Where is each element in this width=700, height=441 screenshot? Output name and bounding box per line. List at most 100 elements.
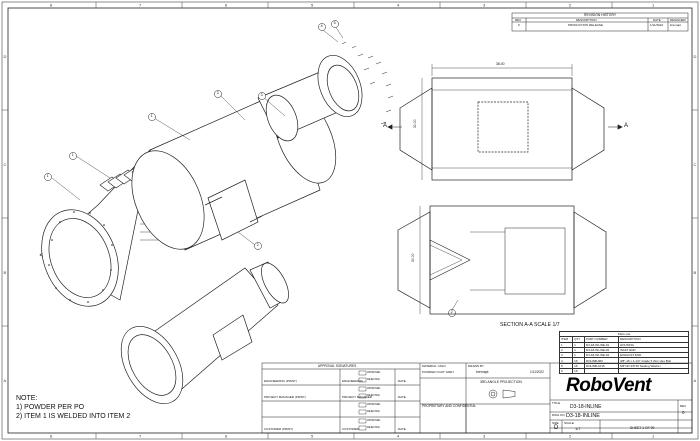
rejected-3: REJECTED: [367, 409, 380, 413]
balloon-item-1: 1: [46, 174, 49, 179]
svg-text:7: 7: [139, 3, 142, 8]
approved-3: APPROVED: [367, 402, 381, 406]
svg-text:C: C: [694, 162, 697, 167]
svg-text:8: 8: [50, 434, 53, 439]
svg-text:2: 2: [569, 3, 572, 8]
svg-text:7: 7: [139, 434, 142, 439]
approved-2: APPROVED: [367, 386, 381, 390]
parts-cell: 16: [572, 368, 586, 375]
rev-row-rev: 0: [518, 22, 520, 27]
rev-header-rev: REV: [515, 17, 522, 22]
rev-header-designer: DESIGNER: [670, 17, 686, 22]
svg-text:3: 3: [483, 3, 486, 8]
proprietary-label: PROPRIETARY AND CONFIDENTIAL: [422, 404, 477, 408]
parts-cell: 6: [558, 368, 574, 375]
date-label-3: DATE: [398, 427, 406, 431]
title-label: TITLE: [552, 400, 561, 405]
rev-value: 0: [682, 410, 685, 415]
svg-text:2: 2: [569, 434, 572, 439]
section-view-height-dimension: 30.00: [411, 253, 415, 263]
role-customer-print: CUSTOMER (PRINT): [264, 427, 293, 431]
section-marker-right: A: [624, 123, 629, 129]
approved-1: APPROVED: [367, 370, 381, 374]
robovent-logo: RoboVent: [566, 375, 652, 396]
role-engineering-print: ENGINEERING (PRINT): [264, 379, 297, 383]
note-1: 1) POWDER PER PO: [16, 404, 85, 411]
top-view-width-dimension: 38.00: [496, 62, 505, 66]
dwg-no-label: DWG NO.: [552, 412, 566, 417]
rev-row-date: 1/11/2022: [650, 22, 664, 27]
exploded-isometric-view: [39, 25, 394, 307]
section-caption: SECTION A-A SCALE 1/7: [500, 322, 560, 328]
svg-text:5: 5: [311, 3, 314, 8]
projection-label: 3RD ANGLE PROJECTION: [480, 379, 522, 384]
balloon-item-4: 4: [320, 24, 323, 29]
rejected-4: REJECTED: [367, 425, 380, 429]
approved-4: APPROVED: [367, 418, 381, 422]
svg-text:C: C: [4, 162, 7, 167]
size-value: D: [554, 425, 559, 431]
svg-text:3: 3: [483, 434, 486, 439]
drawn-date: 1/11/2022: [530, 370, 544, 374]
sheet-value: SHEET 1 OF 99: [630, 426, 655, 430]
svg-text:8: 8: [50, 3, 53, 8]
svg-text:A: A: [694, 378, 697, 383]
section-marker-left: A: [383, 123, 388, 129]
svg-text:D: D: [4, 54, 7, 59]
note-2: 2) ITEM 1 IS WELDED INTO ITEM 2: [16, 413, 131, 420]
date-label-2: DATE: [398, 395, 406, 399]
balloon-item-3b: 3: [260, 93, 263, 98]
drawn-by-name: bremapt: [476, 370, 489, 374]
top-orthographic-view: [387, 64, 623, 181]
material-label: MATERIAL: MILD: [422, 364, 446, 368]
title-value: D3-18-INLINE: [570, 404, 602, 410]
section-a-a-view: [397, 205, 607, 315]
rev-header-date: DATE: [653, 17, 661, 22]
rejected-2: REJECTED: [367, 393, 380, 397]
parts-list: Parts List ITEM QTY PART NUMBER DESCRIPT…: [558, 330, 690, 375]
svg-text:B: B: [694, 270, 697, 275]
rev-row-designer: bremapt: [670, 22, 682, 27]
balloon-item-2: 2: [256, 243, 259, 248]
role-pm-print: PROJECT MANAGER (PRINT): [264, 395, 306, 399]
rev-label: REV: [680, 404, 687, 408]
rev-row-description: PRODUCTION RELEASE: [568, 22, 603, 27]
role-pm: PROJECT MANAGER: [342, 395, 372, 399]
svg-text:A: A: [4, 378, 7, 383]
drawing-notes: NOTE: 1) POWDER PER PO 2) ITEM 1 IS WELD…: [16, 394, 130, 421]
finish-label: POWDER COAT: GREY: [422, 370, 455, 374]
svg-text:4: 4: [397, 3, 400, 8]
svg-text:4: 4: [397, 434, 400, 439]
svg-text:6: 6: [225, 3, 228, 8]
balloon-item-3: 3: [216, 91, 219, 96]
role-customer: CUSTOMER: [342, 427, 360, 431]
title-block-frame: [261, 12, 693, 434]
role-engineering: ENGINEERING: [342, 379, 364, 383]
top-view-height-dimension: 30.00: [413, 119, 417, 129]
svg-text:5: 5: [311, 434, 314, 439]
rejected-1: REJECTED: [367, 377, 380, 381]
balloon-item-2b: 2: [450, 310, 453, 315]
balloon-item-1c: 1: [150, 114, 153, 119]
approval-signatures-header: APPROVAL SIGNATURES: [318, 363, 357, 368]
dwg-no-value: D3-18-INLINE: [566, 412, 600, 419]
date-label-1: DATE: [398, 379, 406, 383]
size-label: SIZE: [552, 420, 559, 425]
parts-cell: [617, 368, 690, 375]
svg-text:1: 1: [652, 434, 655, 439]
svg-text:B: B: [4, 270, 7, 275]
svg-text:6: 6: [225, 434, 228, 439]
scale-label: SCALE: [564, 420, 574, 425]
rev-header-description: DESCRIPTION: [576, 17, 597, 22]
balloon-item-1b: 1: [71, 153, 74, 158]
notes-heading: NOTE:: [16, 395, 38, 402]
scale-value: 1/7: [575, 426, 581, 431]
parts-cell: [584, 368, 619, 375]
drawn-by-label: DRAWN BY: [468, 364, 485, 368]
assembled-isometric-view: [120, 261, 289, 404]
svg-text:D: D: [694, 54, 697, 59]
revision-history-title: REVISION HISTORY: [584, 13, 617, 17]
svg-text:1: 1: [652, 3, 655, 8]
